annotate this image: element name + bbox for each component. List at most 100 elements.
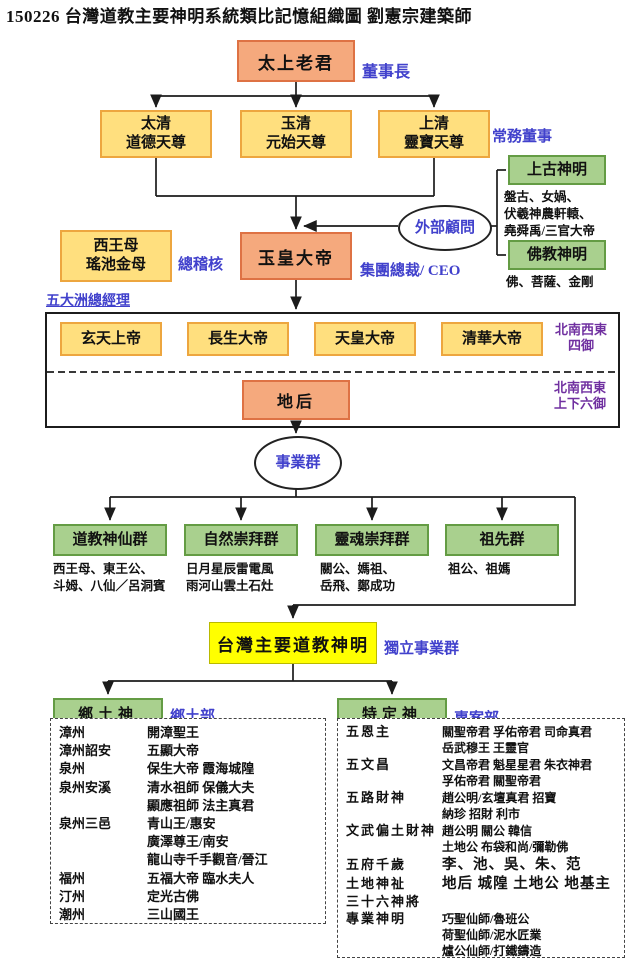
region-label: 潮州: [59, 907, 86, 923]
lord-box: 天皇大帝: [314, 322, 416, 356]
chairman-role-label: 董事長: [362, 64, 411, 81]
group-box-spirit-worship: 靈魂崇拜群: [315, 524, 429, 556]
local-row: 潮州 三山國王: [59, 906, 317, 924]
specific-row: 五文昌 文昌帝君 魁星星君 朱衣神君 孚佑帝君 關聖帝君: [346, 757, 616, 789]
six-thrones-label: 北南西東 上下六御: [553, 380, 606, 411]
category-label: 五文昌: [346, 757, 392, 772]
taiwan-role-label: 獨立事業群: [384, 641, 460, 657]
deity-name: 玉清: [280, 116, 311, 132]
deity-names: 五顯大帝: [147, 743, 200, 759]
lord-box: 玄天上帝: [60, 322, 162, 356]
category-label: 五恩主: [346, 724, 392, 739]
deity-names: 顯應祖師 法主真君: [147, 797, 255, 813]
four-lords-container: [45, 312, 620, 428]
earth-queen-box: 地后: [242, 380, 350, 420]
buddhist-gods-box: 佛教神明: [508, 240, 606, 270]
region-label: 福州: [59, 870, 86, 886]
category-label: 五府千歲: [346, 857, 407, 872]
deity-name: 上清: [418, 116, 449, 132]
group-members: 西王母、東王公、 斗姆、八仙／呂洞賓: [53, 562, 166, 593]
group-members: 祖公、祖媽: [448, 562, 511, 576]
local-row: 泉州安溪 清水祖師 保儀大夫: [59, 779, 317, 797]
auditor-box: 西王母 瑤池金母: [60, 230, 172, 282]
category-label: 文武偏土財神: [346, 823, 437, 838]
specific-row: 文武偏土財神趙公明 關公 韓信 土地公 布袋和尚/彌勒佛: [346, 823, 616, 855]
specific-row: 專業神明巧聖仙師/魯班公 荷聖仙師/泥水匠業 爐公仙師/打鐵鑄造: [346, 911, 616, 959]
region-label: 泉州三邑: [59, 816, 112, 832]
specific-row: 土地神祉地后 城隍 土地公 地基主: [346, 875, 616, 893]
deity-names: 龍山寺千手觀音/晉江: [147, 852, 268, 868]
trinity-box-shangqing: 上清 靈寶天尊: [378, 110, 490, 158]
auditor-role-label: 總稽核: [178, 257, 224, 273]
group-box-taoist-immortals: 道教神仙群: [53, 524, 167, 556]
local-row: 泉州 保生大帝 霞海城隍: [59, 760, 317, 778]
ancient-gods-members: 盤古、女媧、 伏羲神農軒轅、 堯舜禹/三官大帝: [504, 190, 595, 238]
buddhist-gods-members: 佛、菩薩、金剛: [506, 275, 594, 289]
deity-names: [442, 894, 616, 910]
specific-row: 五恩主 關聖帝君 孚佑帝君 司命真君 岳武穆王 王靈官: [346, 724, 616, 756]
ancient-gods-box: 上古神明: [508, 155, 606, 185]
group-box-nature-worship: 自然崇拜群: [184, 524, 298, 556]
region-label: 汀州: [59, 888, 86, 904]
local-row: 龍山寺千手觀音/晉江: [59, 851, 317, 869]
deity-names: 文昌帝君 魁星星君 朱衣神君 孚佑帝君 關聖帝君: [442, 758, 593, 788]
local-row: 漳州詔安 五顯大帝: [59, 742, 317, 760]
chairman-name: 太上老君: [258, 53, 334, 73]
lord-box: 長生大帝: [187, 322, 289, 356]
business-unit-ellipse: 事業群: [254, 436, 342, 490]
region-label: [59, 833, 147, 851]
deity-names: 定光古佛: [147, 888, 200, 904]
deity-name: 道德天尊: [125, 135, 186, 151]
category-label: 專業神明: [346, 911, 407, 926]
local-row: 顯應祖師 法主真君: [59, 797, 317, 815]
ceo-box: 玉皇大帝: [240, 232, 352, 280]
four-thrones-label: 北南西東 四御: [554, 322, 607, 353]
region-label: 泉州: [59, 761, 86, 777]
group-box-ancestors: 祖先群: [445, 524, 559, 556]
region-label: [59, 797, 147, 815]
deity-name: 西王母: [93, 238, 139, 254]
region-label: 漳州詔安: [59, 743, 112, 759]
local-row: 福州 五福大帝 臨水夫人: [59, 870, 317, 888]
local-row: 廣澤尊王/南安: [59, 833, 317, 851]
specific-row: 五府千歲 李、池、吳、朱、范: [346, 856, 616, 874]
deity-names: 關聖帝君 孚佑帝君 司命真君 岳武穆王 王靈官: [442, 725, 593, 755]
deity-names: 五福大帝 臨水夫人: [147, 870, 255, 886]
specific-row: 三十六神將: [346, 894, 616, 910]
specific-row: 五路財神 趙公明/玄壇真君 招寶 納珍 招財 利市: [346, 790, 616, 822]
page-title: 150226 台灣道教主要神明系統類比記憶組織圖 劉憲宗建築師: [6, 7, 472, 26]
deity-names: 廣澤尊王/南安: [147, 834, 229, 850]
deity-name: 元始天尊: [265, 135, 326, 151]
region-label: 泉州安溪: [59, 779, 112, 795]
taiwan-main-gods-box: 台灣主要道教神明: [209, 622, 377, 664]
deity-names: 清水祖師 保儀大夫: [147, 779, 255, 795]
continents-gm-label: 五大洲總經理: [46, 294, 130, 309]
deity-name: 靈寶天尊: [403, 135, 464, 151]
deity-names: 三山國王: [147, 907, 200, 923]
deity-names: 青山王/惠安: [147, 816, 216, 832]
trinity-role-label: 常務董事: [492, 129, 553, 145]
ceo-role-label: 集團總裁/ CEO: [360, 263, 461, 279]
category-label: 土地神祉: [346, 876, 407, 891]
deity-names: 保生大帝 霞海城隍: [147, 761, 255, 777]
deity-names: 趙公明/玄壇真君 招寶 納珍 招財 利市: [442, 791, 557, 821]
category-label: 三十六神將: [346, 894, 422, 909]
deity-name: 瑤池金母: [85, 257, 146, 273]
local-gods-list: 漳州 開漳聖王 漳州詔安 五顯大帝 泉州 保生大帝 霞海城隍 泉州安溪 清水祖師 保儀大…: [50, 718, 326, 924]
group-members: 關公、媽祖、 岳飛、鄭成功: [320, 562, 396, 593]
group-members: 日月星辰雷電風 雨河山雲土石灶: [186, 562, 274, 593]
category-label: 五路財神: [346, 790, 407, 805]
deity-names: 開漳聖王: [147, 725, 200, 740]
deity-names: 趙公明 關公 韓信 土地公 布袋和尚/彌勒佛: [442, 824, 569, 854]
specific-gods-list: 五恩主 關聖帝君 孚佑帝君 司命真君 岳武穆王 王靈官 五文昌 文昌帝君 魁星星君 …: [337, 718, 625, 958]
region-label: [59, 851, 147, 869]
region-label: 漳州: [59, 725, 86, 740]
trinity-box-yuqing: 玉清 元始天尊: [240, 110, 352, 158]
lord-box: 清華大帝: [441, 322, 543, 356]
trinity-box-taiqing: 太清 道德天尊: [100, 110, 212, 158]
local-row: 泉州三邑 青山王/惠安: [59, 815, 317, 833]
external-advisor-ellipse: 外部顧問: [398, 205, 492, 251]
deity-names: 李、池、吳、朱、范: [442, 857, 582, 873]
local-row: 漳州 開漳聖王: [59, 724, 317, 742]
